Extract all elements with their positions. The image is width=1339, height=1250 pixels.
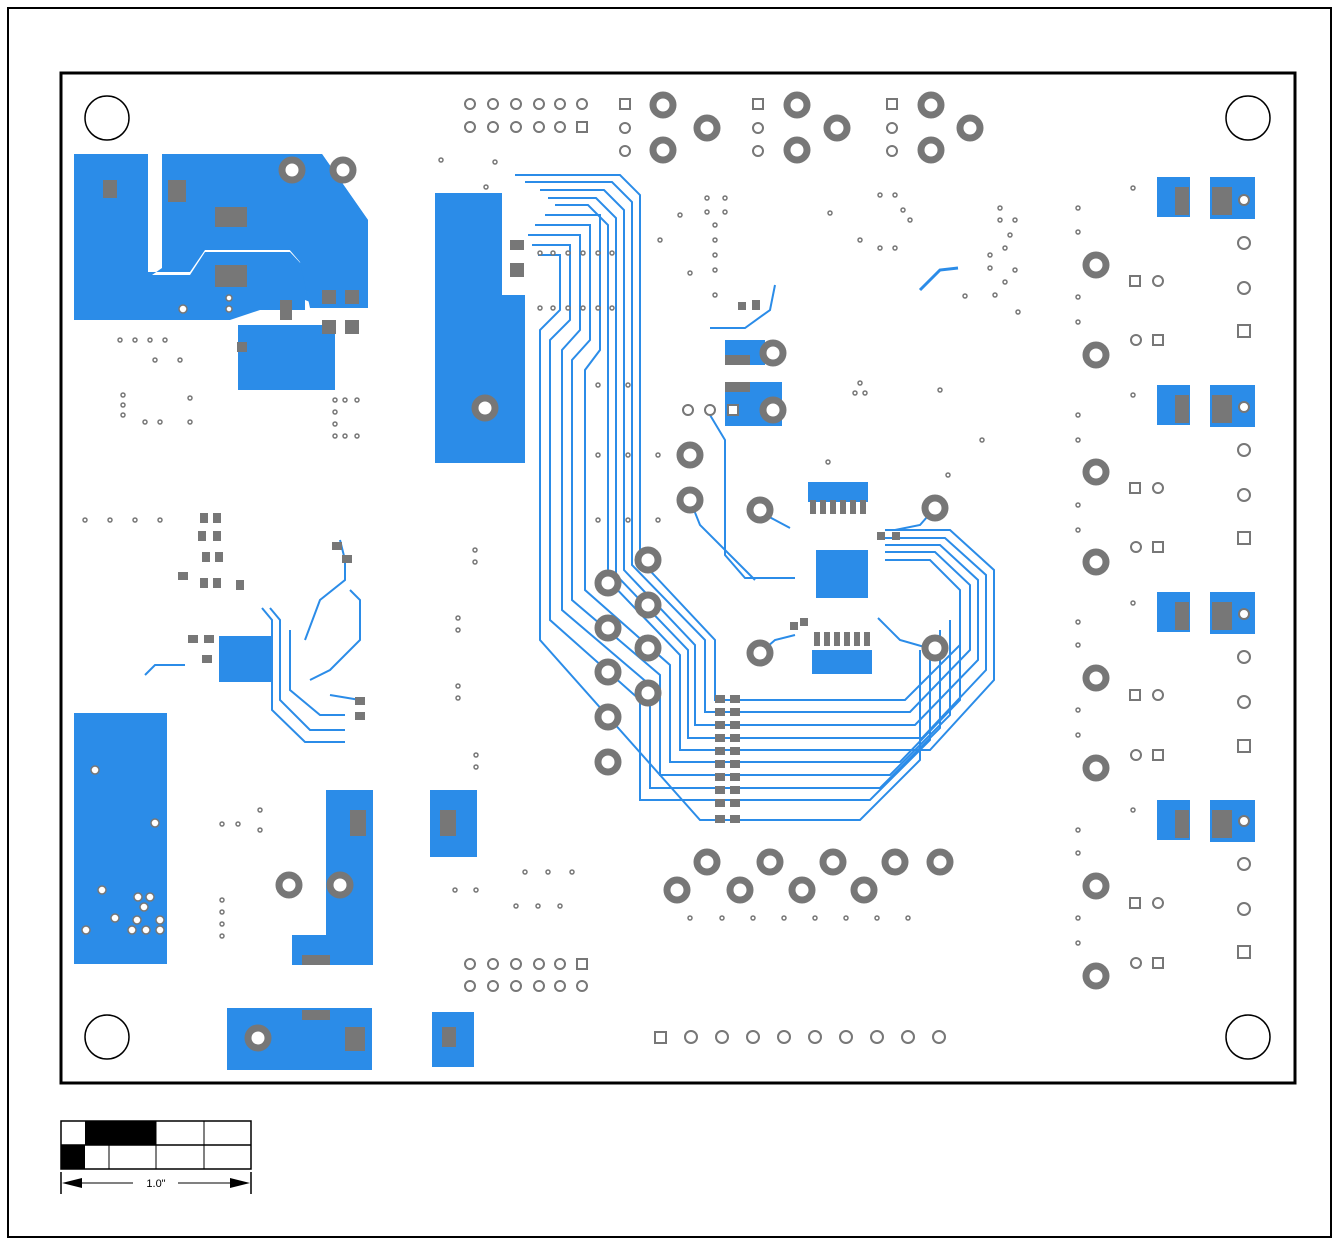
scale-bar: 1.0" (60, 1120, 252, 1194)
arrow-right-icon (230, 1178, 250, 1188)
scale-bar-label: 1.0" (146, 1178, 165, 1190)
vias (81, 157, 1136, 946)
mounting-holes (84, 95, 1271, 1060)
traces (144, 174, 995, 821)
plated-holes (244, 91, 1110, 1052)
copper-pours (74, 154, 1255, 1070)
header-pins (464, 98, 1251, 1044)
arrow-left-icon (62, 1178, 82, 1188)
smd-pads (103, 180, 1232, 1051)
